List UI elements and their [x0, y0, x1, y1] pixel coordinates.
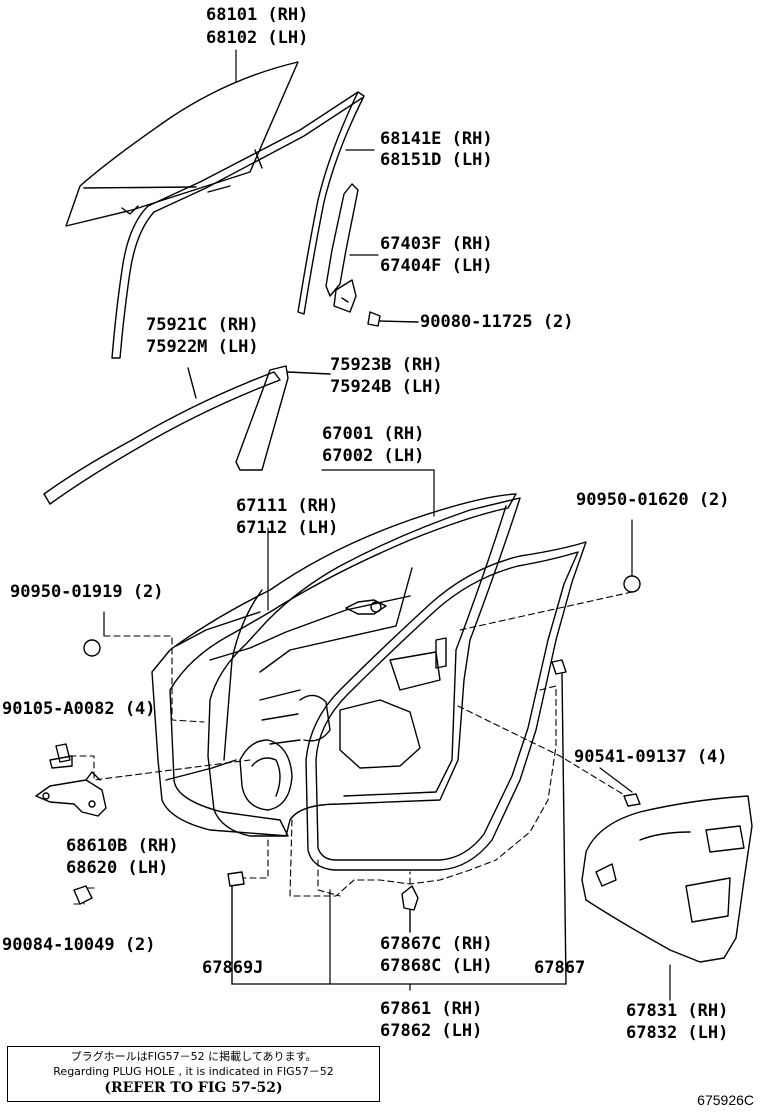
- door-inner-panel-shape: [207, 497, 521, 837]
- note-refer: (REFER TO FIG 57-52): [104, 1080, 283, 1096]
- label-weatherstrip-lh: 67862 (LH): [380, 1021, 483, 1041]
- label-pillar-garnish-rh: 75923B (RH): [330, 355, 443, 375]
- clip-67867-shape: [551, 659, 567, 985]
- door-glass-shape: [65, 61, 299, 227]
- door-outer-panel-shape: [151, 493, 517, 837]
- clip-67869j-shape: [227, 871, 245, 985]
- label-hole-plug-right: 90950-01620 (2): [576, 490, 730, 510]
- pillar-garnish-shape: [235, 365, 331, 471]
- label-door-panel-lh: 67002 (LH): [322, 446, 425, 466]
- label-weatherstrip-rh: 67861 (RH): [380, 999, 483, 1019]
- run-channel-shape: [111, 91, 365, 359]
- label-run-channel-lh: 68151D (LH): [380, 150, 493, 170]
- label-weatherstrip-clip-rh: 67867C (RH): [380, 934, 493, 954]
- label-hinge-rh: 68610B (RH): [66, 836, 179, 856]
- belt-moulding-shape: [43, 367, 281, 505]
- label-hinge-lh: 68620 (LH): [66, 858, 169, 878]
- hinge-screw-shape: [73, 885, 93, 905]
- service-cover-shape: [581, 795, 753, 963]
- label-hole-plug-left: 90950-01919 (2): [10, 582, 164, 602]
- label-glass-lh: 68102 (LH): [206, 28, 309, 48]
- diagram-id: 675926C: [697, 1092, 754, 1108]
- label-service-cover-lh: 67832 (LH): [626, 1023, 729, 1043]
- clip-67867c-shape: [401, 885, 419, 933]
- reference-note: プラグホールはFIG57－52 に掲載してあります。 Regarding PLU…: [7, 1046, 380, 1102]
- label-hinge-screw: 90084-10049 (2): [2, 935, 156, 955]
- label-belt-moulding-lh: 75922M (LH): [146, 337, 259, 357]
- label-outer-panel-rh: 67111 (RH): [236, 496, 339, 516]
- label-center-frame-rh: 67403F (RH): [380, 234, 493, 254]
- label-belt-moulding-rh: 75921C (RH): [146, 315, 259, 335]
- label-pillar-garnish-lh: 75924B (LH): [330, 377, 443, 397]
- hole-plug-right-shape: [623, 575, 641, 593]
- label-center-frame-lh: 67404F (LH): [380, 256, 493, 276]
- dashed-guides: [59, 591, 633, 905]
- label-hinge-bolt: 90105-A0082 (4): [2, 699, 156, 719]
- label-clip-a: 67869J: [202, 958, 264, 978]
- hinge-bolt-shape: [49, 743, 73, 769]
- label-screw: 90080-11725 (2): [420, 312, 574, 332]
- note-japanese: プラグホールはFIG57－52 に掲載してあります。: [70, 1050, 317, 1063]
- hole-plug-left-shape: [83, 639, 101, 657]
- label-outer-panel-lh: 67112 (LH): [236, 518, 339, 538]
- note-english: Regarding PLUG HOLE , it is indicated in…: [53, 1065, 334, 1078]
- center-frame-shape: [325, 183, 359, 313]
- label-door-panel-rh: 67001 (RH): [322, 424, 425, 444]
- label-run-channel-rh: 68141E (RH): [380, 129, 493, 149]
- label-weatherstrip-clip-lh: 67868C (LH): [380, 956, 493, 976]
- label-clip: 90541-09137 (4): [574, 747, 728, 767]
- clip-90541-shape: [623, 793, 641, 807]
- weatherstrip-shape: [305, 541, 587, 871]
- screw-shape: [367, 311, 419, 327]
- label-clip-b: 67867: [534, 958, 586, 978]
- hinge-shape: [35, 771, 107, 817]
- leader-lines: [103, 49, 671, 1001]
- label-glass-rh: 68101 (RH): [206, 5, 309, 25]
- label-service-cover-rh: 67831 (RH): [626, 1001, 729, 1021]
